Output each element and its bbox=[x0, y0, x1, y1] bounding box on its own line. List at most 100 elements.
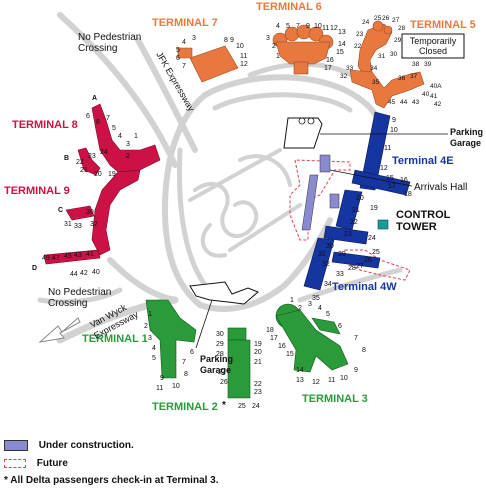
terminal-3-building bbox=[275, 303, 349, 373]
parking-garage-bottom bbox=[189, 281, 259, 305]
gate-label: 22 bbox=[254, 381, 262, 388]
terminal-2-label: TERMINAL 2 bbox=[152, 401, 218, 413]
gate-label: 11 bbox=[322, 25, 329, 32]
gate-numbers-t8: A 6 8 7 5 4 3 2 1 B 23 24 22 21 20 19 bbox=[64, 95, 138, 178]
construction-areas bbox=[301, 154, 340, 231]
gate-label: 8 bbox=[362, 347, 366, 354]
control-tower-label-line2: TOWER bbox=[396, 221, 437, 233]
parking-garage-bottom-line2: Garage bbox=[200, 365, 231, 375]
gate-label: 1 bbox=[276, 53, 280, 60]
gate-label: 5 bbox=[152, 355, 156, 362]
gate-label: 44 bbox=[400, 99, 408, 106]
gate-label: 11 bbox=[240, 53, 247, 60]
gate-label: 45 bbox=[64, 253, 72, 260]
gate-label: 19 bbox=[370, 205, 378, 212]
gate-label: 28 bbox=[216, 351, 224, 358]
gate-label: 5 bbox=[286, 23, 290, 30]
no-pedestrian-top-line2: Crossing bbox=[78, 43, 117, 54]
terminal-1-label: TERMINAL 1 bbox=[82, 333, 148, 345]
gate-label: 9 bbox=[160, 375, 164, 382]
gate-numbers-t9: C 30 31 33 32 D 49 47 45 43 41 44 42 40 bbox=[32, 207, 100, 278]
gate-numbers-t6: 3 4 5 7 9 10 11 12 13 14 15 16 17 2 1 bbox=[266, 23, 346, 72]
gate-label: D bbox=[32, 265, 37, 272]
gate-label: 3 bbox=[148, 335, 152, 342]
gate-label: C bbox=[58, 207, 63, 214]
legend-under-construction: Under construction. bbox=[4, 440, 134, 451]
leader-lines bbox=[195, 133, 448, 349]
gate-label: 41 bbox=[86, 251, 94, 258]
gate-label: 6 bbox=[338, 323, 342, 330]
parking-garage-bottom-line1: Parking bbox=[200, 354, 233, 364]
gate-label: 4 bbox=[182, 39, 186, 46]
gate-label: 2 bbox=[298, 305, 302, 312]
gate-label: 1 bbox=[134, 133, 138, 140]
gate-label: 31 bbox=[378, 53, 386, 60]
control-tower-label-line1: CONTROL bbox=[396, 209, 451, 221]
gate-label: 10 bbox=[236, 43, 244, 50]
gate-label: 5 bbox=[112, 125, 116, 132]
gate-label: 4 bbox=[318, 305, 322, 312]
gate-label: 8 bbox=[224, 37, 228, 44]
legend-under-construction-text: Under construction. bbox=[38, 440, 134, 452]
gate-label: 25 bbox=[372, 249, 380, 256]
gate-label: 22 bbox=[350, 219, 358, 226]
gate-label: 12 bbox=[240, 61, 248, 68]
gate-label: 19 bbox=[108, 171, 116, 178]
terminal-5-building bbox=[349, 20, 425, 109]
gate-label: 4 bbox=[118, 133, 122, 140]
gate-label: 37 bbox=[410, 73, 418, 80]
gate-label: 1 bbox=[148, 311, 152, 318]
gate-label: 8 bbox=[96, 119, 100, 126]
gate-label: 23 bbox=[254, 389, 262, 396]
gate-label: 10 bbox=[340, 375, 348, 382]
legend-delta-note: * All Delta passengers check-in at Termi… bbox=[4, 475, 219, 486]
gate-label: 24 bbox=[252, 403, 260, 410]
terminal-4e-label: Terminal 4E bbox=[392, 155, 454, 167]
gate-label: 3 bbox=[266, 35, 270, 42]
gate-label: 24 bbox=[100, 149, 108, 156]
gate-label: 7 bbox=[106, 115, 110, 122]
gate-numbers-t2: 30 29 28 27 26 25 24 23 22 21 20 19 bbox=[216, 331, 262, 410]
parking-garage-top-line1: Parking bbox=[450, 127, 483, 137]
terminal-2-building bbox=[227, 327, 251, 399]
gate-label: 45 bbox=[388, 99, 396, 106]
gate-label: 6 bbox=[86, 113, 90, 120]
gate-label: 4 bbox=[276, 23, 280, 30]
gate-label: 20 bbox=[94, 171, 102, 178]
gate-label: 43 bbox=[74, 252, 82, 259]
legend-future: Future bbox=[4, 458, 68, 469]
gate-label: 14 bbox=[338, 41, 346, 48]
gate-label: 26 bbox=[382, 15, 390, 22]
terminal-8-label: TERMINAL 8 bbox=[12, 119, 78, 131]
parking-garage-top-line2: Garage bbox=[450, 138, 481, 148]
terminal-1-building bbox=[145, 299, 197, 379]
parking-garage-top bbox=[283, 117, 323, 149]
gate-label: 23 bbox=[356, 31, 364, 38]
gate-label: 9 bbox=[230, 37, 234, 44]
gate-numbers-t1: 1 2 3 4 5 6 7 8 9 10 11 bbox=[144, 311, 194, 392]
gate-label: 31 bbox=[64, 221, 72, 228]
gate-label: 40 bbox=[92, 269, 100, 276]
gate-label: 16 bbox=[400, 177, 408, 184]
terminal-2-note: * bbox=[222, 400, 226, 411]
gate-label: 11 bbox=[156, 385, 163, 392]
gate-label: 16 bbox=[326, 57, 334, 64]
gate-numbers-t3: 1 2 3 4 5 6 7 8 9 10 11 12 13 14 15 16 1… bbox=[266, 297, 366, 386]
gate-label: 34 bbox=[370, 65, 378, 72]
gate-label: 15 bbox=[386, 175, 394, 182]
gate-label: 8 bbox=[184, 371, 188, 378]
gate-label: 12 bbox=[380, 165, 388, 172]
gate-label: 33 bbox=[74, 223, 82, 230]
gate-label: 27 bbox=[356, 263, 364, 270]
terminal-6-building bbox=[272, 24, 334, 75]
temporarily-closed-box bbox=[401, 33, 465, 59]
future-outlines bbox=[289, 159, 411, 281]
gate-label: A bbox=[92, 95, 97, 102]
gate-label: 31 bbox=[318, 251, 326, 258]
gate-label: 29 bbox=[216, 341, 224, 348]
gate-label: 34 bbox=[324, 281, 332, 288]
gate-label: 2 bbox=[144, 323, 148, 330]
gate-label: 20 bbox=[254, 349, 262, 356]
gate-label: 10 bbox=[390, 127, 398, 134]
gate-numbers-t4: 9 10 11 12 16 15 17 18 19 20 21 22 23 24… bbox=[312, 117, 412, 302]
